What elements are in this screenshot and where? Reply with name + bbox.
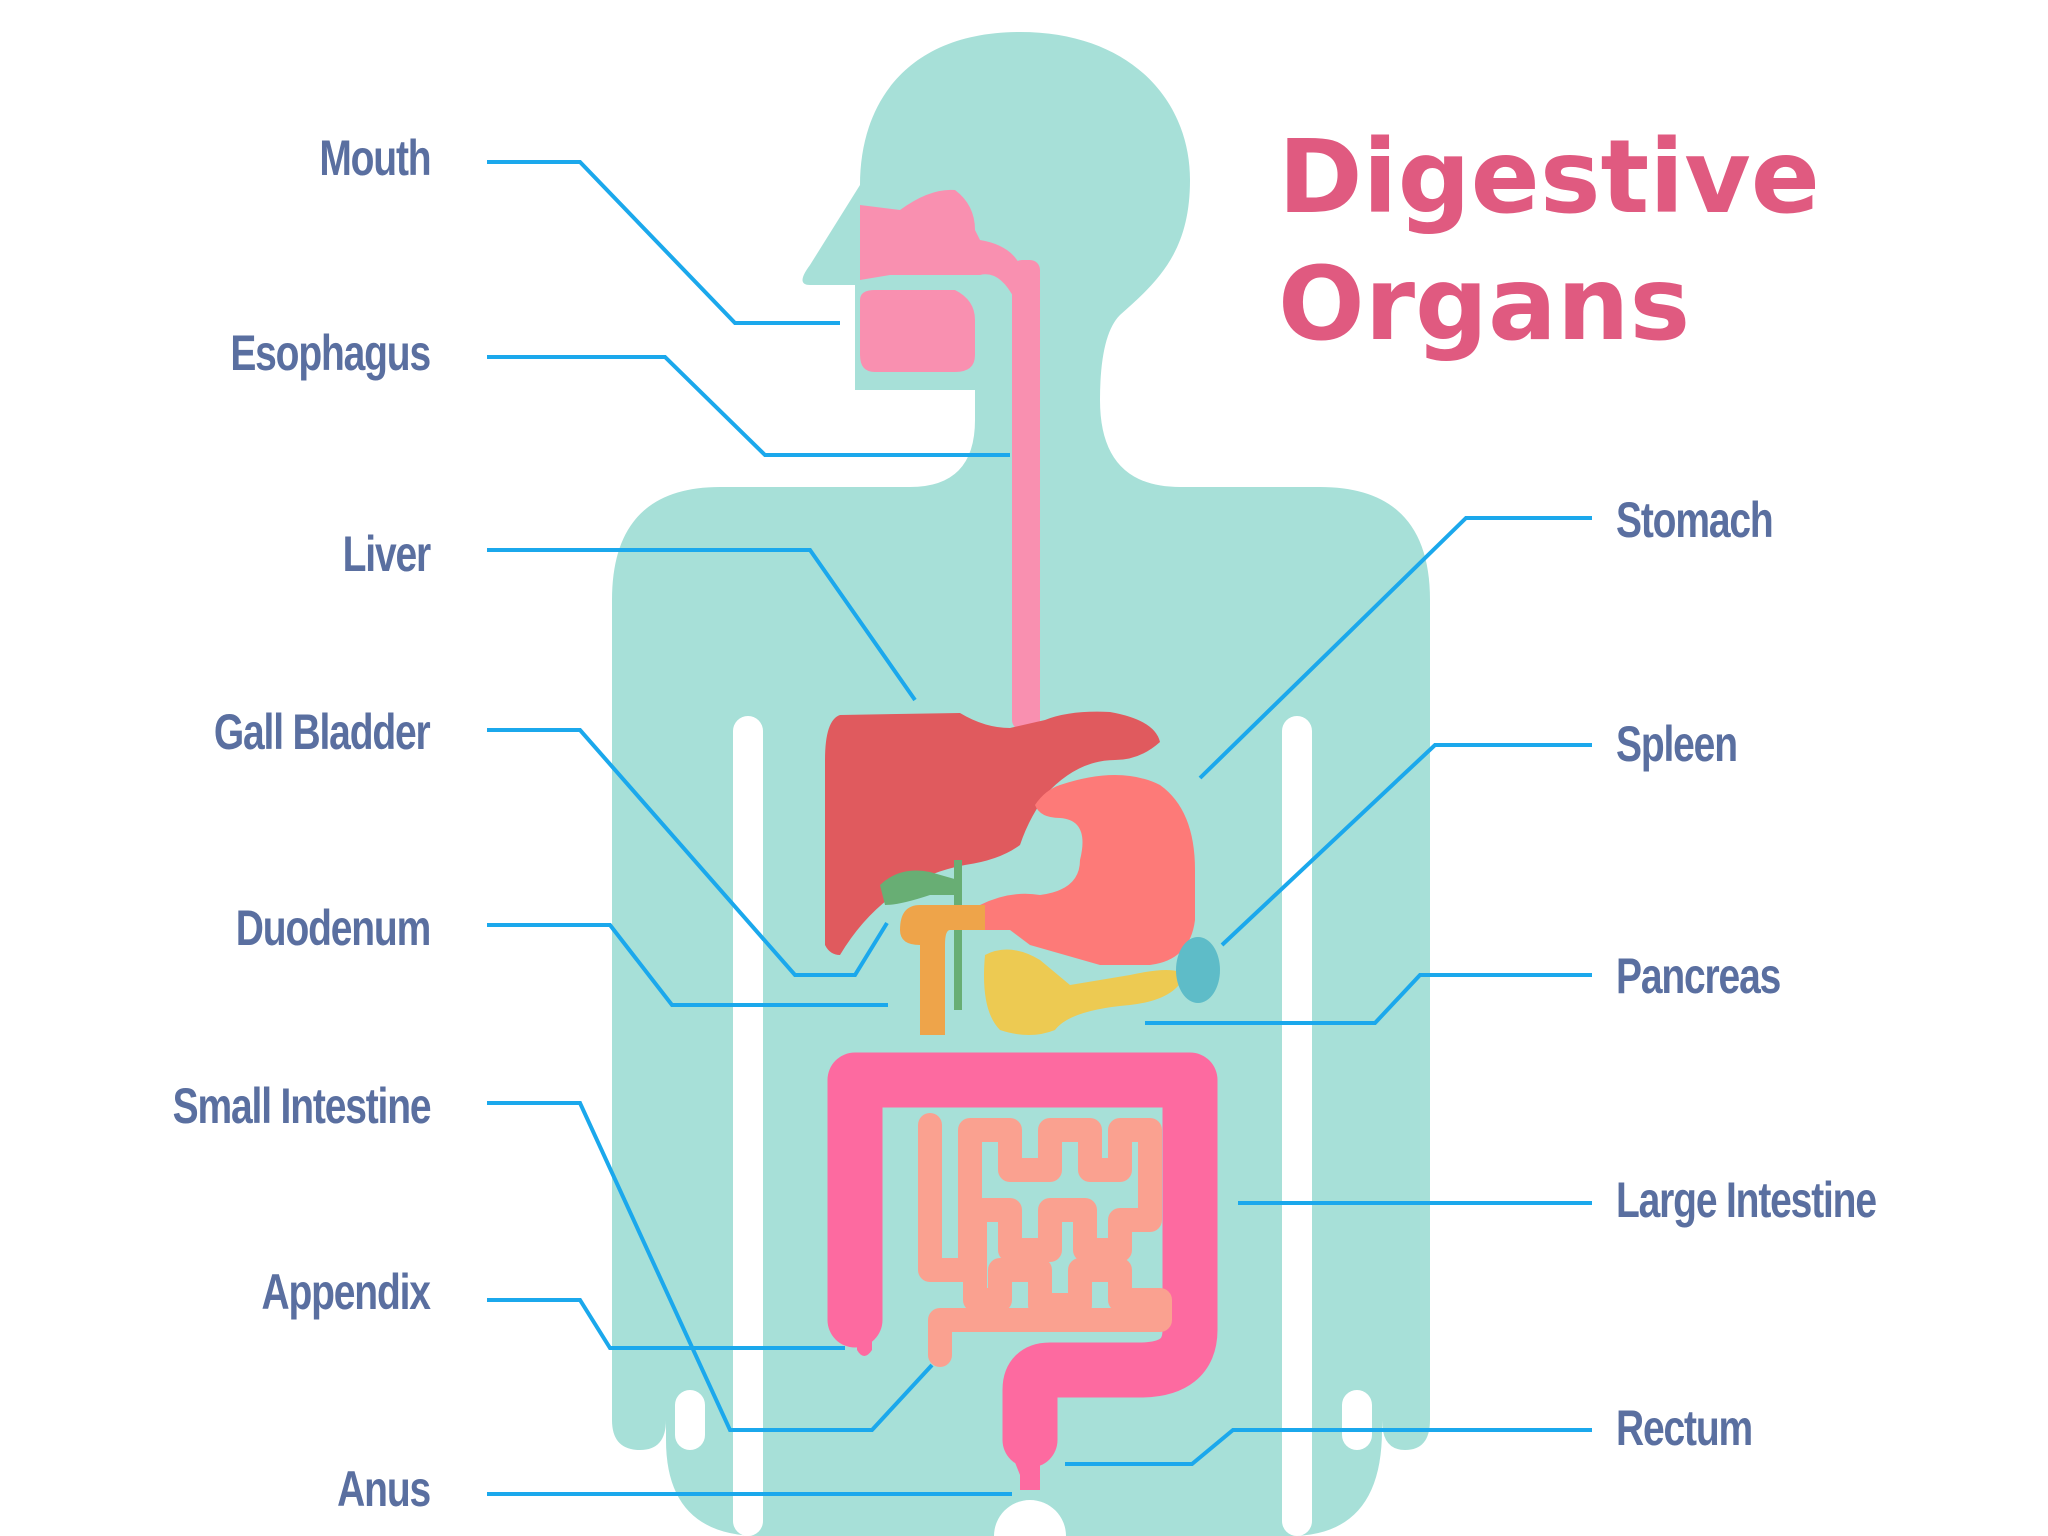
label-appendix: Appendix — [261, 1264, 431, 1320]
gall-bladder-sac — [880, 870, 958, 905]
stomach-organ — [980, 775, 1195, 965]
leader-gall-bladder — [487, 728, 889, 977]
appendix-organ — [857, 1330, 872, 1356]
mouth-lower — [860, 290, 975, 372]
anus-gap — [994, 1500, 1066, 1536]
label-liver: Liver — [342, 526, 432, 582]
right-hand-gap — [1342, 1390, 1372, 1450]
leader-stomach — [1198, 516, 1592, 780]
label-spleen: Spleen — [1616, 716, 1738, 772]
large-intestine-organ — [827, 1052, 1218, 1468]
leader-esophagus — [487, 355, 1010, 457]
bile-duct — [954, 860, 962, 1010]
label-anus: Anus — [337, 1461, 431, 1517]
anus-tube — [1020, 1450, 1040, 1490]
label-mouth: Mouth — [318, 130, 431, 186]
leader-duodenum — [487, 923, 888, 1007]
label-stomach: Stomach — [1616, 492, 1774, 548]
title-line-2: Organs — [1278, 245, 1691, 364]
leader-lines — [487, 160, 1592, 1496]
leader-liver — [487, 548, 917, 702]
leader-small-intestine — [487, 1101, 934, 1432]
leader-rectum — [1065, 1428, 1592, 1466]
label-pancreas: Pancreas — [1616, 948, 1781, 1004]
left-hand-gap — [675, 1390, 705, 1450]
mouth-organ — [860, 189, 1040, 730]
gall-bladder-organ — [880, 860, 962, 1010]
liver-organ — [825, 711, 1160, 955]
esophagus-tube — [1012, 260, 1040, 730]
mouth-upper — [860, 189, 1030, 300]
label-gall-bladder: Gall Bladder — [214, 704, 431, 760]
duodenum-organ — [900, 905, 985, 1035]
right-arm-gap — [1282, 716, 1312, 1536]
leader-appendix — [487, 1298, 845, 1350]
leader-pancreas — [1145, 973, 1592, 1025]
label-small-intestine: Small Intestine — [172, 1078, 431, 1134]
small-intestine-organ — [918, 1113, 1172, 1367]
spleen-organ — [1176, 937, 1220, 1003]
label-rectum: Rectum — [1616, 1400, 1753, 1456]
arm-gaps — [675, 716, 1372, 1536]
label-large-intestine: Large Intestine — [1616, 1172, 1877, 1228]
left-arm-gap — [733, 716, 763, 1536]
leader-spleen — [1220, 743, 1592, 947]
pancreas-organ — [984, 949, 1185, 1035]
leader-mouth — [487, 160, 840, 325]
title-line-1: Digestive — [1278, 118, 1820, 237]
label-esophagus: Esophagus — [230, 325, 431, 381]
label-duodenum: Duodenum — [235, 900, 431, 956]
